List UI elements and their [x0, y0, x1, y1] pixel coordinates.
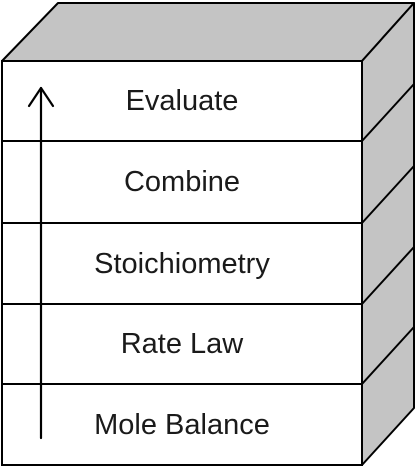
layer-rate-law: [1, 303, 363, 385]
layer-label-combine: Combine: [124, 166, 240, 198]
layer-evaluate: [1, 60, 363, 142]
side-seam: [361, 165, 415, 224]
stack-top-face: [1, 2, 415, 62]
layer-label-evaluate: Evaluate: [126, 85, 239, 117]
layer-label-mole-balance: Mole Balance: [94, 409, 270, 441]
front-layers: [1, 60, 363, 466]
arrow-head: [27, 86, 55, 108]
layer-label-stoichiometry: Stoichiometry: [94, 248, 270, 280]
up-arrow-icon: [27, 86, 55, 440]
stack-side-face: [361, 2, 415, 466]
side-seam: [361, 326, 415, 385]
side-seam: [361, 246, 415, 305]
side-seams: [361, 83, 415, 385]
layer-label-rate-law: Rate Law: [121, 328, 245, 360]
layer-mole-balance: [1, 383, 363, 466]
side-seam: [361, 83, 415, 142]
layer-stoichiometry: [1, 222, 363, 305]
